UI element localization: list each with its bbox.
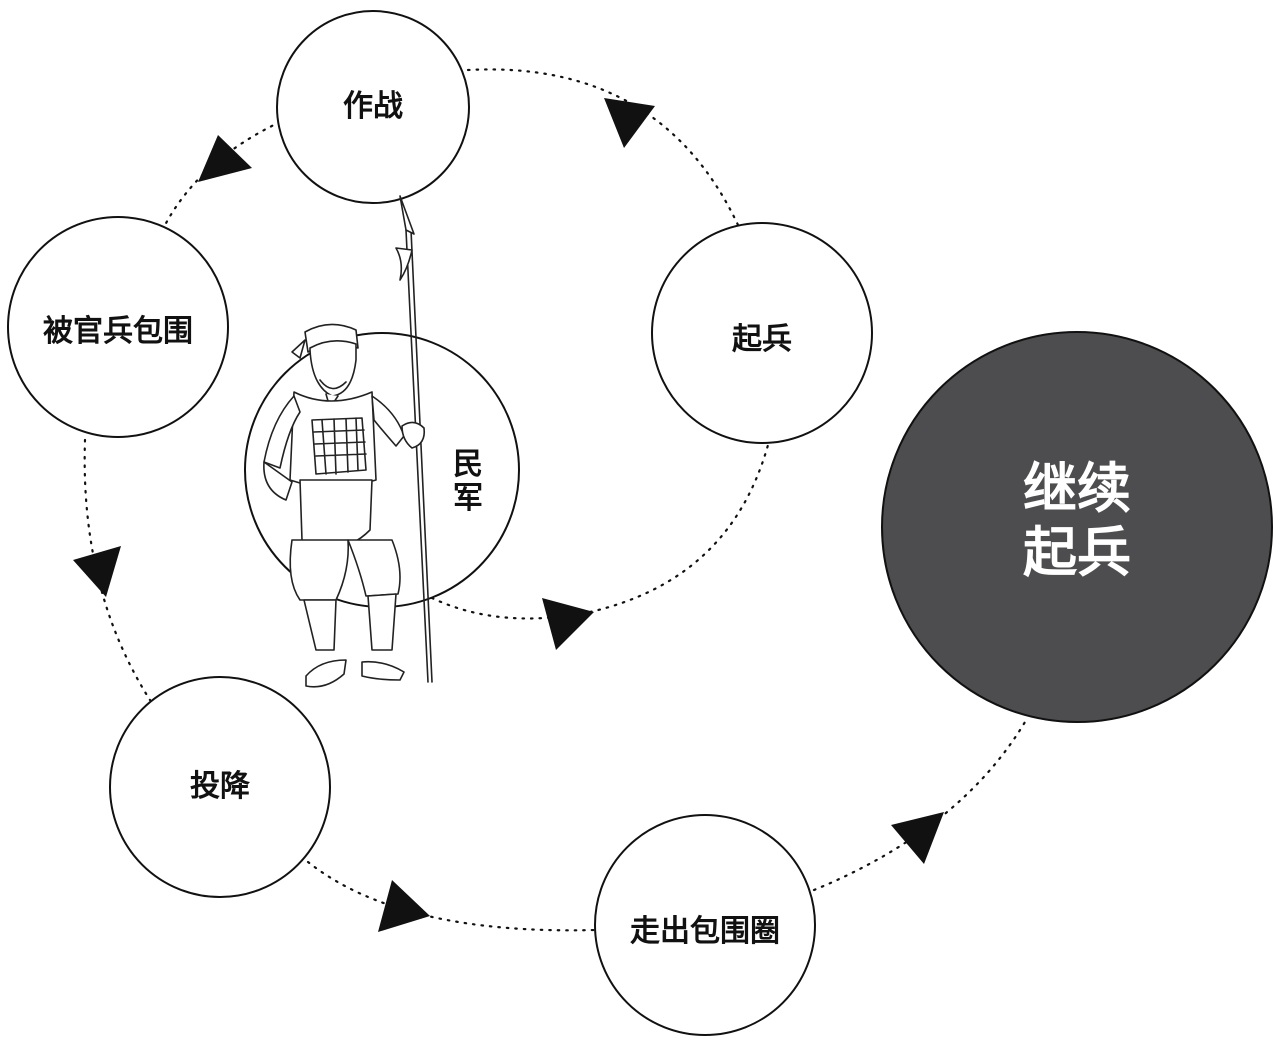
arrowhead-to-fight — [604, 98, 655, 148]
connector-escape-to-continue — [812, 720, 1027, 892]
circle-continue — [881, 331, 1273, 723]
arrowhead-to-surrender — [73, 546, 121, 597]
connector-militia-to-rise — [430, 443, 770, 620]
node-escape-label: 走出包围圈 — [630, 914, 780, 949]
connector-besieged-to-surrender — [83, 438, 152, 702]
arrowhead-to-continue — [891, 812, 944, 864]
circle-surrender — [109, 676, 331, 898]
arrowhead-to-besieged — [198, 135, 252, 182]
node-circles — [7, 10, 1273, 1036]
circle-rise — [651, 222, 873, 444]
node-militia-label-2: 军 — [453, 481, 483, 516]
militia-soldier-illustration — [263, 195, 433, 688]
circle-escape — [594, 814, 816, 1036]
connector-fight-to-rise — [466, 68, 740, 227]
node-rise-label: 起兵 — [732, 322, 792, 357]
node-besieged-label: 被官兵包围 — [43, 314, 193, 349]
arrowheads — [73, 98, 944, 932]
node-militia-label-1: 民 — [453, 447, 483, 482]
node-continue-label-2: 起兵 — [1023, 521, 1131, 584]
arrowhead-to-escape — [378, 880, 430, 932]
node-continue-label-1: 继续 — [1023, 457, 1131, 520]
circle-fight — [276, 10, 470, 204]
arrowhead-to-rise — [542, 598, 594, 650]
circle-besieged — [7, 216, 229, 438]
node-fight-label: 作战 — [343, 89, 403, 124]
connector-surrender-to-escape — [306, 860, 597, 932]
node-surrender-label: 投降 — [190, 769, 250, 804]
